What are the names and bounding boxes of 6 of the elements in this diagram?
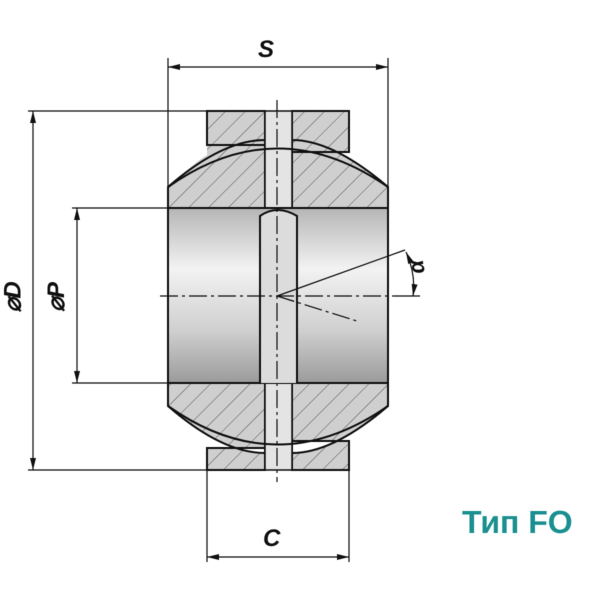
type-label: Тип FO: [462, 506, 573, 538]
dimension-label: C: [263, 527, 280, 551]
dimension-label: ⌀D: [2, 281, 26, 313]
dimension-label: S: [258, 38, 274, 62]
dimension-label: ⌀P: [45, 282, 69, 312]
angle-label: α: [404, 258, 429, 276]
